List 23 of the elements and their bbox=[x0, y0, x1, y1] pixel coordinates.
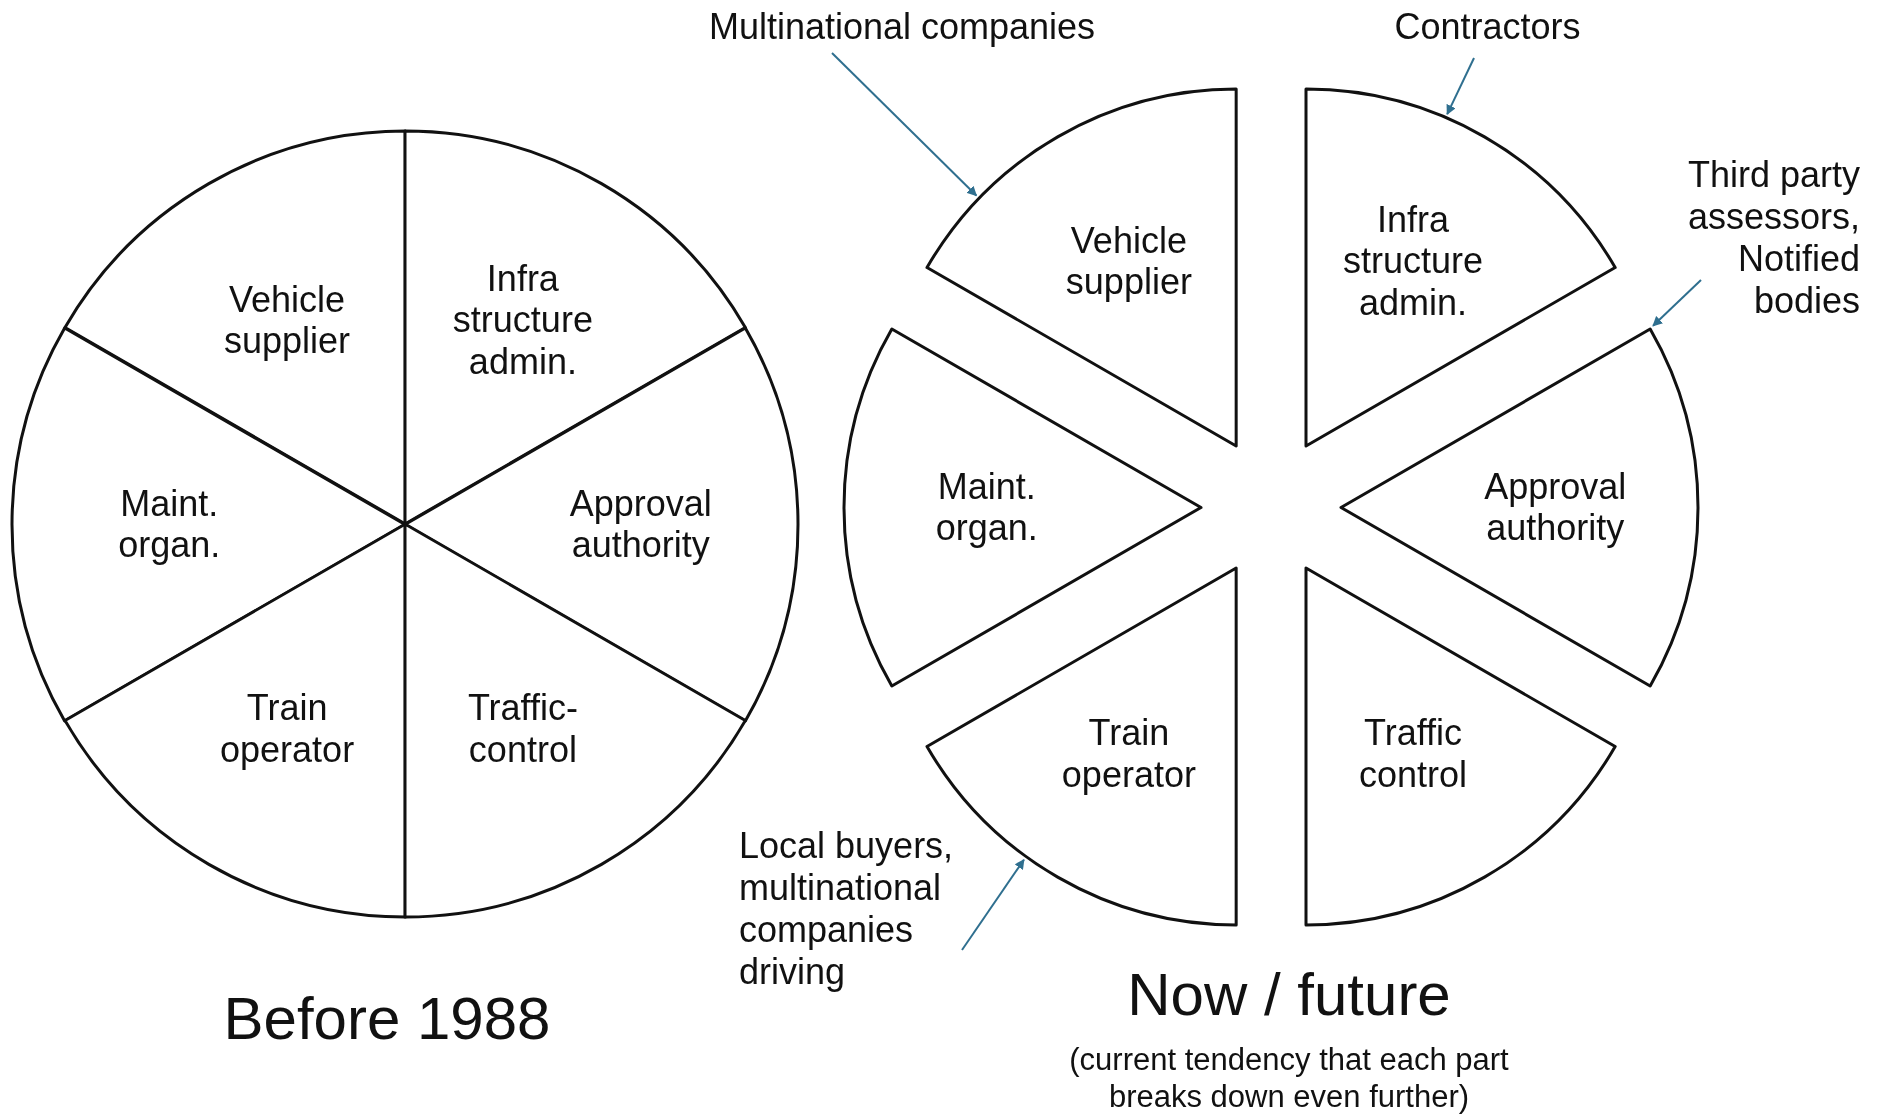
sector-label: Infra structure admin. bbox=[1342, 198, 1485, 323]
leader-arrow bbox=[1652, 279, 1702, 327]
sector-label: Approval authority bbox=[568, 482, 713, 566]
sector-label: Vehicle supplier bbox=[1064, 219, 1193, 303]
sector-label: Vehicle supplier bbox=[223, 278, 352, 362]
callout-text: Contractors bbox=[1370, 6, 1605, 49]
callout-text: Multinational companies bbox=[672, 6, 1132, 49]
subtitle-note: (current tendency that each part breaks down even further) bbox=[1068, 1040, 1510, 1116]
sector-label: Approval authority bbox=[1483, 465, 1628, 549]
callout-text: Local buyers, multinational companies driving bbox=[739, 825, 989, 994]
callout-text: Third party assessors, Notified bodies bbox=[1630, 154, 1860, 323]
sector-label: Maint. organ. bbox=[117, 482, 222, 566]
sector-label: Train operator bbox=[1060, 711, 1197, 795]
leader-arrow bbox=[831, 52, 978, 197]
pie-caption: Before 1988 bbox=[223, 984, 551, 1054]
sector-label: Traffic-control bbox=[466, 686, 579, 770]
sector-label: Traffic control bbox=[1358, 711, 1469, 795]
sector-label: Train operator bbox=[219, 686, 356, 770]
pie-caption: Now / future bbox=[1127, 960, 1451, 1030]
sector-label: Infra structure admin. bbox=[451, 257, 594, 382]
sector-label: Maint. organ. bbox=[934, 465, 1039, 549]
leader-arrow bbox=[961, 858, 1025, 951]
leader-arrow bbox=[1446, 57, 1475, 116]
